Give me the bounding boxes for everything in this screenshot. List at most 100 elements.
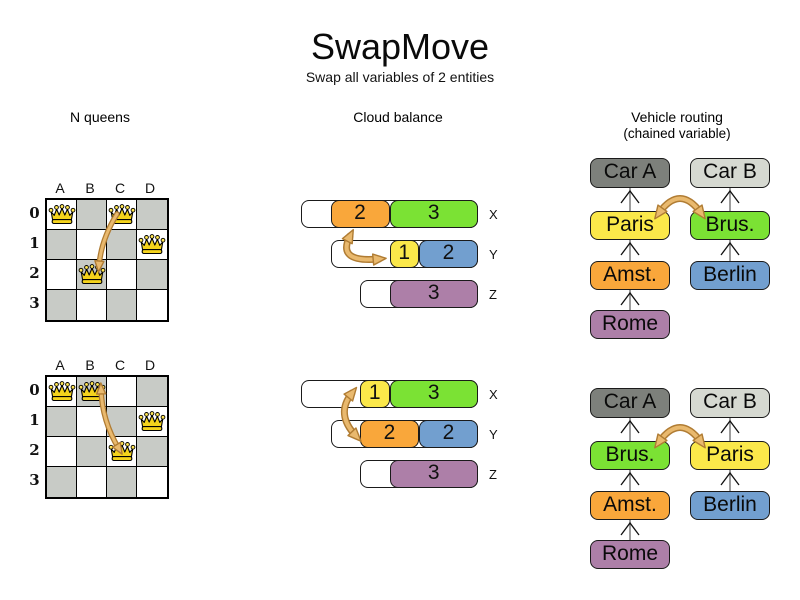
queen-icon [48,204,76,227]
queen-icon [48,381,76,404]
board-cell [137,377,167,407]
board-column-label: A [55,357,65,373]
board-cell [107,407,137,437]
queen-crown-icon [78,381,106,402]
chain-connector [620,418,640,441]
chain-connector [620,520,640,540]
vrp-node-brus: Brus. [590,441,670,470]
vrp-node-amst: Amst. [590,491,670,520]
queen-icon [108,441,136,464]
board-cell [47,290,77,320]
board-cell [137,467,167,497]
board-cell [107,200,137,230]
chain-connector [620,470,640,491]
cloud-computer-label: Y [489,247,498,262]
board-cell [137,230,167,260]
board-cell [77,407,107,437]
vrp-node-rome: Rome [590,540,670,569]
board-cell [107,260,137,290]
board-cell [47,377,77,407]
board-column-label: C [114,180,126,196]
queen-crown-icon [138,234,166,255]
board-column-label: D [144,357,156,373]
board-cell [47,200,77,230]
board-cell [107,230,137,260]
vrp-node-amst: Amst. [590,261,670,290]
board-row-label: 2 [29,441,40,459]
cloud-computer-label: Z [489,287,497,302]
vrp-node-cara: Car A [590,388,670,418]
board-row-label: 1 [29,234,40,252]
board-column-label: C [114,357,126,373]
section-header-nqueens: N queens [70,109,130,125]
board-cell [47,407,77,437]
board-row-label: 3 [29,294,40,312]
cloud-process-block: 1 [389,240,419,268]
cloud-process-block: 3 [389,460,478,488]
board-column-label: A [55,180,65,196]
board-cell [107,467,137,497]
board-column-label: B [85,357,95,373]
queen-crown-icon [78,264,106,285]
cloud-process-block: 2 [419,240,478,268]
board-cell [107,437,137,467]
cloud-process-block: 2 [330,200,390,228]
board-row-label: 0 [29,204,40,222]
vrp-node-carb: Car B [690,388,770,418]
section-header-vehicle-routing: Vehicle routing [631,109,723,125]
board-cell [137,200,167,230]
cloud-process-block: 3 [389,200,478,228]
chain-connector [620,290,640,310]
board-cell [47,467,77,497]
chain-connector [620,240,640,261]
vrp-node-berlin: Berlin [690,261,770,290]
vrp-node-rome: Rome [590,310,670,339]
board-cell [107,377,137,407]
board-cell [47,230,77,260]
cloud-process-block: 2 [419,420,478,448]
cloud-computer-label: Y [489,427,498,442]
chain-connector [620,188,640,211]
queen-icon [108,204,136,227]
board-cell [137,290,167,320]
queen-crown-icon [48,381,76,402]
board-row-label: 2 [29,264,40,282]
board-cell [47,437,77,467]
board-row-label: 1 [29,411,40,429]
queen-icon [138,411,166,434]
page-title: SwapMove [310,26,490,67]
page-subtitle: Swap all variables of 2 entities [305,69,495,85]
cloud-computer-label: Z [489,467,497,482]
queen-icon [78,381,106,404]
queen-crown-icon [138,411,166,432]
board-column-label: D [144,180,156,196]
vrp-node-berlin: Berlin [690,491,770,520]
cloud-process-block: 1 [360,380,390,408]
board-row-label: 0 [29,381,40,399]
vrp-node-carb: Car B [690,158,770,188]
chain-connector [720,418,740,441]
board-cell [77,200,107,230]
board-cell [137,260,167,290]
board-cell [77,230,107,260]
chain-connector [720,470,740,491]
chessboard-after-swap [45,375,169,499]
chain-connector [720,188,740,211]
board-cell [77,467,107,497]
board-cell [77,290,107,320]
queen-crown-icon [48,204,76,225]
queen-icon [138,234,166,257]
cloud-process-block: 3 [389,280,478,308]
cloud-process-block: 3 [389,380,478,408]
board-cell [47,260,77,290]
queen-crown-icon [108,441,136,462]
vrp-node-paris: Paris [690,441,770,470]
section-header-cloud: Cloud balance [353,109,443,125]
vrp-node-brus: Brus. [690,211,770,240]
chain-connector [720,240,740,261]
board-cell [107,290,137,320]
cloud-process-block: 2 [360,420,419,448]
queen-crown-icon [108,204,136,225]
section-subheader-chained-variable: (chained variable) [623,126,731,141]
vrp-node-paris: Paris [590,211,670,240]
